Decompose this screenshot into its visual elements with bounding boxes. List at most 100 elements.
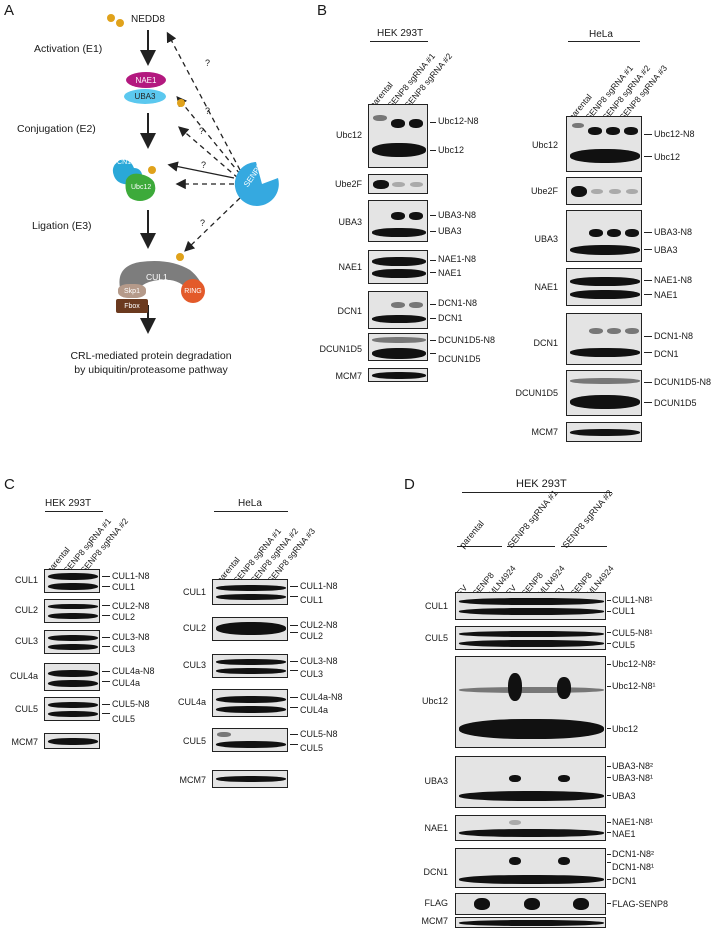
b-hek-ubc12-n8: Ubc12-N8	[438, 116, 479, 126]
b-hek-row-ube2f: Ube2F	[334, 179, 362, 189]
blot-b-hela-uba3	[566, 210, 642, 262]
d-row-ubc12: Ubc12	[421, 696, 448, 706]
d-ubc12-n8-1: Ubc12-N8¹	[612, 681, 656, 691]
blot-b-hek-ube2f	[368, 174, 428, 194]
blot-c-hek-cul3	[44, 630, 100, 654]
blot-c-hela-cul2	[212, 617, 288, 641]
arrow-dcn1	[167, 161, 235, 179]
panel-letter-b: B	[317, 2, 328, 19]
b-hek-nae1-n8: NAE1-N8	[438, 254, 477, 264]
b-hek-dcn1-n8: DCN1-N8	[438, 298, 478, 308]
d-ubc12-n8-2: Ubc12-N8²	[612, 659, 656, 669]
panel-b-hek-cell: HEK 293T	[377, 28, 424, 39]
nedd8-dot-cul1	[176, 253, 184, 261]
question-mark-5: ?	[200, 218, 206, 228]
blot-c-hela-cul1	[212, 579, 288, 605]
d-dcn1-n8-2: DCN1-N8²	[612, 849, 655, 859]
b-hek-row-dcn1: DCN1	[337, 306, 362, 316]
blot-c-hela-mcm7	[212, 770, 288, 788]
d-cul5: CUL5	[612, 640, 636, 650]
panel-d-group-2-underline	[507, 546, 555, 547]
b-hela-ubc12: Ubc12	[654, 152, 681, 162]
c-hek-row-mcm7: MCM7	[11, 737, 39, 747]
b-hela-row-dcn1: DCN1	[533, 338, 558, 348]
b-hek-row-mcm7: MCM7	[335, 371, 363, 381]
b-hek-ubc12: Ubc12	[438, 145, 465, 155]
b-hek-dcun1d5-n8: DCUN1D5-N8	[438, 335, 496, 345]
c-hela-row-cul2: CUL2	[182, 623, 206, 633]
b-hek-uba3-n8: UBA3-N8	[438, 210, 477, 220]
panel-letter-a: A	[4, 2, 15, 19]
c-hek-row-cul5: CUL5	[14, 704, 38, 714]
ligation-label: Ligation (E3)	[32, 220, 92, 232]
panel-b-hela-underline	[568, 41, 640, 42]
panel-c-hela-underline	[214, 511, 288, 512]
panel-c-hela-cell: HeLa	[238, 498, 262, 509]
panel-b-hela-cell: HeLa	[589, 29, 613, 40]
blot-b-hela-dcn1	[566, 313, 642, 365]
b-hela-dcn1: DCN1	[654, 349, 679, 359]
c-hek-cul5: CUL5	[112, 714, 136, 724]
dashed-arrow-e2	[178, 126, 239, 179]
d-cul1: CUL1	[612, 606, 636, 616]
b-hela-row-uba3: UBA3	[534, 234, 558, 244]
ubc12-label: Ubc12	[131, 184, 152, 191]
uba3-shape: UBA3	[124, 89, 166, 104]
c-hela-cul4a-n8: CUL4a-N8	[300, 692, 343, 702]
b-hela-nae1-n8: NAE1-N8	[654, 275, 693, 285]
d-row-uba3: UBA3	[424, 776, 448, 786]
blot-c-hek-cul5	[44, 697, 100, 721]
nedd8-dot-uba3	[177, 99, 185, 107]
c-hek-cul4a: CUL4a	[112, 678, 141, 688]
dashed-arrow-cul1	[184, 197, 241, 252]
b-hek-dcn1: DCN1	[438, 313, 463, 323]
question-mark-4: ?	[201, 160, 207, 170]
b-hela-row-ube2f: Ube2F	[530, 186, 558, 196]
d-row-cul1: CUL1	[424, 601, 448, 611]
question-mark-2: ?	[205, 106, 211, 116]
d-dcn1-n8-1: DCN1-N8¹	[612, 862, 655, 872]
activation-label: Activation (E1)	[34, 43, 103, 55]
c-hek-row-cul2: CUL2	[14, 605, 38, 615]
d-row-flag: FLAG	[424, 898, 448, 908]
blot-b-hela-ubc12	[566, 116, 642, 172]
blot-b-hek-mcm7	[368, 368, 428, 382]
dashed-arrow-uba3	[176, 95, 241, 175]
d-flag-senp8: FLAG-SENP8	[612, 899, 669, 909]
blot-b-hek-uba3	[368, 200, 428, 242]
question-mark-3: ?	[199, 126, 205, 136]
blot-c-hek-cul2	[44, 599, 100, 623]
b-hela-row-dcun1d5: DCUN1D5	[515, 388, 558, 398]
panel-c-hek-cell: HEK 293T	[45, 498, 92, 509]
c-hek-row-cul3: CUL3	[14, 636, 38, 646]
b-hela-dcn1-n8: DCN1-N8	[654, 331, 694, 341]
blot-b-hela-mcm7	[566, 422, 642, 442]
b-hela-ubc12-n8: Ubc12-N8	[654, 129, 695, 139]
blot-d-flag	[455, 893, 606, 915]
c-hek-cul4a-n8: CUL4a-N8	[112, 666, 155, 676]
c-hela-cul1-n8: CUL1-N8	[300, 581, 338, 591]
b-hela-row-ubc12: Ubc12	[531, 140, 558, 150]
d-nae1-n8: NAE1-N8¹	[612, 817, 654, 827]
d-uba3-n8-2: UBA3-N8²	[612, 761, 654, 771]
b-hek-row-uba3: UBA3	[338, 217, 362, 227]
blot-c-hek-cul4a	[44, 663, 100, 691]
blot-c-hela-cul3	[212, 654, 288, 678]
c-hek-cul1-n8: CUL1-N8	[112, 571, 150, 581]
blot-d-ubc12	[455, 656, 606, 748]
nedd8-dot-2	[116, 19, 124, 27]
d-cul5-n8: CUL5-N8¹	[612, 628, 653, 638]
blot-b-hek-dcn1	[368, 291, 428, 329]
c-hek-cul1: CUL1	[112, 582, 136, 592]
d-row-nae1: NAE1	[424, 823, 448, 833]
d-row-dcn1: DCN1	[423, 867, 448, 877]
b-hek-dcun1d5: DCUN1D5	[438, 354, 481, 364]
blot-d-mcm7	[455, 917, 606, 928]
b-hela-dcun1d5: DCUN1D5	[654, 398, 697, 408]
c-hela-row-cul3: CUL3	[182, 660, 206, 670]
blot-b-hek-ubc12	[368, 104, 428, 168]
c-hela-cul2: CUL2	[300, 631, 324, 641]
c-hek-row-cul1: CUL1	[14, 575, 38, 585]
c-hek-row-cul4a: CUL4a	[9, 671, 38, 681]
c-hek-cul3-n8: CUL3-N8	[112, 632, 150, 642]
